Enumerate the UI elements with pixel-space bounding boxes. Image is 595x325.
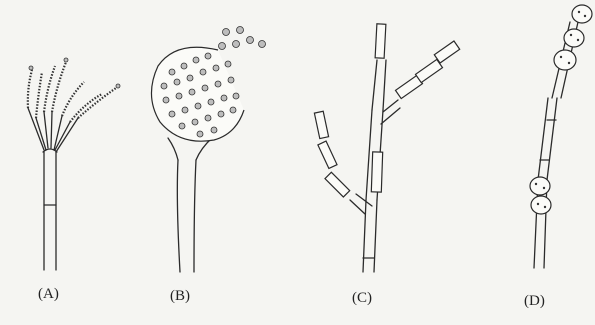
label-a: (A) (38, 286, 59, 303)
arthrospores (314, 24, 459, 197)
label-b: (B) (170, 288, 190, 305)
drawing-b (151, 27, 265, 273)
label-c: (C) (352, 290, 372, 307)
drawing-d (530, 5, 592, 268)
label-d: (D) (524, 293, 545, 310)
drawing-c (314, 24, 459, 272)
conidia-chains (28, 62, 116, 122)
chlamydospores (530, 5, 592, 214)
drawing-a (28, 58, 120, 270)
